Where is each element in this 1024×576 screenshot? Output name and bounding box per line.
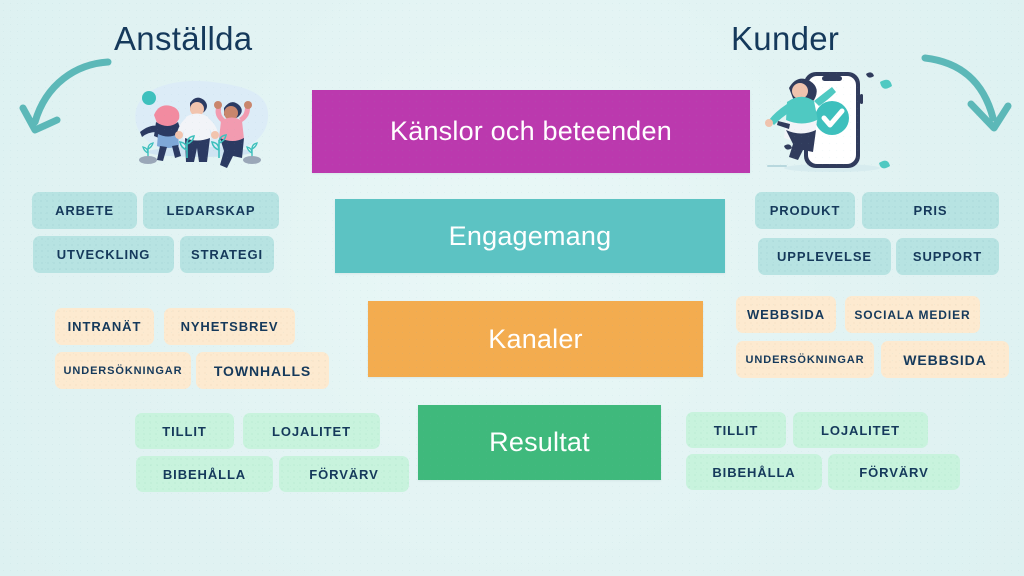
tag-employee-nyhetsbrev[interactable]: NYHETSBREV <box>164 308 295 345</box>
tag-employee-arbete[interactable]: ARBETE <box>32 192 137 229</box>
bar-channels[interactable]: Kanaler <box>368 301 703 377</box>
tag-employee-ledarskap[interactable]: LEDARSKAP <box>143 192 279 229</box>
tag-employee-utveckling[interactable]: UTVECKLING <box>33 236 174 273</box>
bar-results[interactable]: Resultat <box>418 405 661 480</box>
heading-customers: Kunder <box>731 20 840 57</box>
tag-customer-webbsida-1[interactable]: WEBBSIDA <box>736 296 836 333</box>
heading-employees: Anställda <box>114 20 253 57</box>
tag-employee-intranat[interactable]: INTRANÄT <box>55 308 154 345</box>
tag-employee-undersokningar[interactable]: UNDERSÖKNINGAR <box>55 352 191 389</box>
tag-customer-produkt[interactable]: PRODUKT <box>755 192 855 229</box>
tag-customer-bibehalla[interactable]: BIBEHÅLLA <box>686 454 822 490</box>
tag-employee-bibehalla[interactable]: BIBEHÅLLA <box>136 456 273 492</box>
tag-customer-webbsida-2[interactable]: WEBBSIDA <box>881 341 1009 378</box>
bar-label: Känslor och beteenden <box>390 116 672 146</box>
tag-employee-townhalls[interactable]: TOWNHALLS <box>196 352 329 389</box>
tag-customer-sociala-medier[interactable]: SOCIALA MEDIER <box>845 296 980 333</box>
bar-emotions-behaviours[interactable]: Känslor och beteenden <box>312 90 750 173</box>
phone-checkmark-illustration <box>765 72 892 172</box>
tag-employee-strategi[interactable]: STRATEGI <box>180 236 274 273</box>
tag-customer-lojalitet[interactable]: LOJALITET <box>793 412 928 448</box>
tag-customer-forvarv[interactable]: FÖRVÄRV <box>828 454 960 490</box>
tag-customer-pris[interactable]: PRIS <box>862 192 999 229</box>
bar-engagement[interactable]: Engagemang <box>335 199 725 273</box>
tag-employee-lojalitet[interactable]: LOJALITET <box>243 413 380 449</box>
curved-arrow-down-left-icon <box>19 58 112 134</box>
jumping-people-illustration <box>135 81 269 168</box>
tag-employee-tillit[interactable]: TILLIT <box>135 413 234 449</box>
curved-arrow-down-right-icon <box>921 54 1012 132</box>
tag-employee-forvarv[interactable]: FÖRVÄRV <box>279 456 409 492</box>
bar-label: Kanaler <box>488 323 583 354</box>
tag-customer-undersokningar[interactable]: UNDERSÖKNINGAR <box>736 341 874 378</box>
bar-label: Engagemang <box>448 220 612 251</box>
tag-customer-support[interactable]: SUPPORT <box>896 238 999 275</box>
bar-label: Resultat <box>489 427 590 457</box>
tag-customer-tillit[interactable]: TILLIT <box>686 412 786 448</box>
tag-customer-upplevelse[interactable]: UPPLEVELSE <box>758 238 891 275</box>
